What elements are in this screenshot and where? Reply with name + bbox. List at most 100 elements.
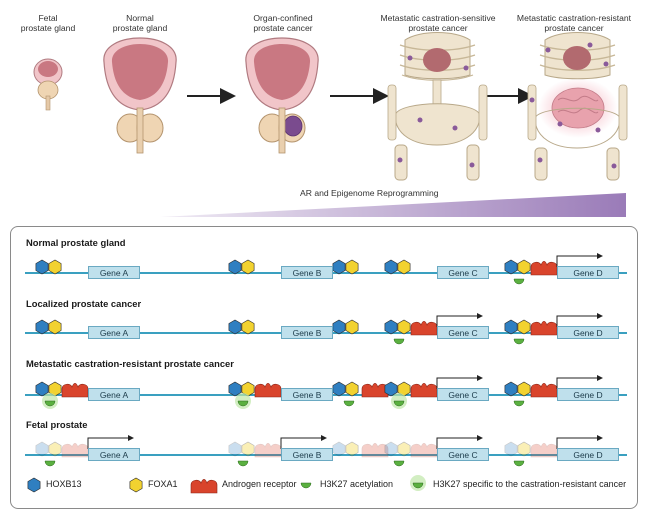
acetyl-r2-g3 xyxy=(513,400,525,407)
ar-r3-g2-extra xyxy=(361,442,389,458)
mcrpc-skeleton-illustration xyxy=(527,32,628,181)
gene-box-r0-d: Gene D xyxy=(557,266,619,279)
tss-arrow-r3-g0 xyxy=(87,437,128,449)
foxa1-r0-g3 xyxy=(517,259,531,275)
tss-arrow-r3-g1-head xyxy=(321,435,327,441)
foxa1-r3-g2 xyxy=(397,441,411,457)
stage-label-mcspc: Metastatic castration-sensitive prostate… xyxy=(380,13,496,33)
gene-box-r1-b: Gene B xyxy=(281,326,333,339)
legend-h3k27-crpc: H3K27 specific to the castration-resista… xyxy=(433,479,627,489)
hoxb13-r0-g0 xyxy=(35,259,49,275)
tss-arrow-r0-g3 xyxy=(556,255,597,267)
tss-arrow-r1-g2 xyxy=(436,315,477,327)
tss-arrow-r1-g3-head xyxy=(597,313,603,319)
acetyl-r1-g2 xyxy=(393,338,405,345)
legend-hoxb13-icon xyxy=(27,477,41,493)
legend-h3k27-icon xyxy=(300,482,312,489)
section-title-normal: Normal prostate gland xyxy=(26,237,126,248)
ar-r2-g0 xyxy=(61,382,89,398)
foxa1-r0-g1 xyxy=(241,259,255,275)
legend-ar: Androgen receptor xyxy=(222,479,297,489)
foxa1-r1-g2 xyxy=(397,319,411,335)
gene-box-r2-c: Gene C xyxy=(437,388,489,401)
tss-arrow-r2-g3 xyxy=(556,377,597,389)
foxa1-r0-g0 xyxy=(48,259,62,275)
gene-box-r3-d: Gene D xyxy=(557,448,619,461)
hoxb13-r3-g0 xyxy=(35,441,49,457)
hoxb13-r0-g1 xyxy=(228,259,242,275)
ar-r3-g1 xyxy=(254,442,282,458)
stage-label-normal: Normal prostate gland xyxy=(112,13,168,33)
tss-arrow-r3-g1 xyxy=(280,437,321,449)
foxa1-r1-g1 xyxy=(241,319,255,335)
gene-box-r2-b: Gene B xyxy=(281,388,333,401)
hoxb13-r3-g1 xyxy=(228,441,242,457)
ar-r3-g3 xyxy=(530,442,558,458)
stage-label-organ-confined: Organ-confined prostate cancer xyxy=(253,13,313,33)
tss-arrow-r1-g3 xyxy=(556,315,597,327)
progression-illustration xyxy=(33,32,628,217)
legend-ar-icon xyxy=(190,478,218,494)
foxa1-r3-g0 xyxy=(48,441,62,457)
stage-label-fetal: Fetal prostate gland xyxy=(20,13,76,33)
legend-h3k27-crpc-icon xyxy=(412,482,424,489)
hoxb13-r2-g0 xyxy=(35,381,49,397)
epigenome-ramp xyxy=(160,193,626,217)
legend-hoxb13: HOXB13 xyxy=(46,479,82,489)
section-title-fetal: Fetal prostate xyxy=(26,419,88,430)
ramp-label: AR and Epigenome Reprogramming xyxy=(300,188,439,198)
gene-box-r1-c: Gene C xyxy=(437,326,489,339)
fetal-prostate-illustration xyxy=(33,58,63,111)
foxa1-r2-g3 xyxy=(517,381,531,397)
organ-confined-cancer-illustration xyxy=(245,37,319,154)
gene-box-r0-b: Gene B xyxy=(281,266,333,279)
tss-arrow-r2-g2-head xyxy=(477,375,483,381)
tss-arrow-r2-g2 xyxy=(436,377,477,389)
tss-arrow-r3-g0-head xyxy=(128,435,134,441)
foxa1-r1-g3 xyxy=(517,319,531,335)
gene-box-r2-d: Gene D xyxy=(557,388,619,401)
ar-r2-g3 xyxy=(530,382,558,398)
foxa1-r0-g2-extra xyxy=(345,259,359,275)
ar-r3-g0 xyxy=(61,442,89,458)
legend-foxa1: FOXA1 xyxy=(148,479,178,489)
ar-r3-g2 xyxy=(410,442,438,458)
hoxb13-r2-g2-extra xyxy=(332,381,346,397)
acetyl-r2-g0 xyxy=(44,400,56,407)
ar-r1-g3 xyxy=(530,320,558,336)
legend-h3k27: H3K27 acetylation xyxy=(320,479,394,489)
ar-r2-g1 xyxy=(254,382,282,398)
ar-r2-g2 xyxy=(410,382,438,398)
section-title-mcrpc: Metastatic castration-resistant prostate… xyxy=(26,358,234,369)
foxa1-r3-g1 xyxy=(241,441,255,457)
acetyl-r1-g3 xyxy=(513,338,525,345)
gene-box-r2-a: Gene A xyxy=(88,388,140,401)
tss-arrow-r3-g2 xyxy=(436,437,477,449)
hoxb13-r0-g3 xyxy=(504,259,518,275)
hoxb13-r1-g2 xyxy=(384,319,398,335)
gene-box-r3-a: Gene A xyxy=(88,448,140,461)
tss-arrow-r2-g3-head xyxy=(597,375,603,381)
acetyl-r2-g2 xyxy=(393,400,405,407)
hoxb13-r3-g3 xyxy=(504,441,518,457)
gene-box-r3-c: Gene C xyxy=(437,448,489,461)
mcspc-skeleton-illustration xyxy=(387,32,488,181)
section-title-localized: Localized prostate cancer xyxy=(26,298,142,309)
tss-arrow-r3-g3 xyxy=(556,437,597,449)
foxa1-r1-g0 xyxy=(48,319,62,335)
foxa1-r2-g2-extra xyxy=(345,381,359,397)
tss-arrow-r3-g2-head xyxy=(477,435,483,441)
stage-label-mcrpc: Metastatic castration-resistant prostate… xyxy=(516,13,632,33)
hoxb13-r0-g2 xyxy=(384,259,398,275)
tss-arrow-r0-g3-head xyxy=(597,253,603,259)
acetyl-r3-g0 xyxy=(44,460,56,467)
hoxb13-r2-g3 xyxy=(504,381,518,397)
acetyl-r3-g2 xyxy=(393,460,405,467)
tss-arrow-r1-g2-head xyxy=(477,313,483,319)
acetyl-r2-g2-extra xyxy=(343,400,355,407)
normal-prostate-illustration xyxy=(103,37,177,154)
hoxb13-r3-g2-extra xyxy=(332,441,346,457)
ar-r0-g3 xyxy=(530,260,558,276)
hoxb13-r0-g2-extra xyxy=(332,259,346,275)
